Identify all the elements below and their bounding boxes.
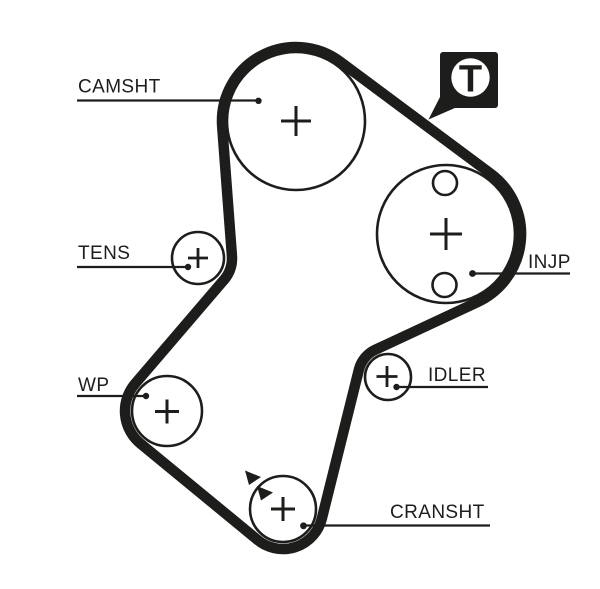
wp-label: WP [78,375,109,396]
timing-mark-badge: T [428,52,498,120]
tens-center-cross [188,248,208,268]
cransht-label: CRANSHT [390,502,485,523]
pulley-center-crosses [155,106,462,521]
timing-mark-letter-icon: T [459,59,482,101]
badge-circle [451,58,490,97]
camsht-label: CAMSHT [78,77,161,98]
labels: CAMSHT TENS WP INJP IDLER [77,77,571,530]
injp-label: INJP [528,252,571,273]
idler-label-group: IDLER [393,365,488,391]
tens-leader-dot [184,263,192,271]
injp-label-group: INJP [469,252,571,277]
tens-label: TENS [78,243,130,264]
cransht-label-group: CRANSHT [300,502,490,530]
cransht-center-cross [271,497,295,521]
rotation-arrows [245,470,273,501]
injp-center-cross [430,218,462,250]
pulley-circles [130,50,517,544]
camsht-leader-dot [255,97,262,105]
injp-bolt-hole-top [431,169,459,197]
wp-leader-dot [142,392,150,400]
idler-leader-dot [393,383,400,391]
wp-center-cross [155,399,179,424]
idler-label: IDLER [428,365,486,386]
camsht-center-cross [281,106,311,136]
idler-center-cross [376,366,398,387]
cransht-leader-dot [300,522,307,530]
rotation-arrow-icon [245,470,261,485]
tens-label-group: TENS [77,243,192,271]
rotation-arrow-icon [257,486,273,501]
timing-belt [119,41,527,555]
injp-bolt-holes [431,169,459,299]
injp-bolt-hole-bottom [431,271,458,299]
injp-leader-dot [469,270,476,277]
